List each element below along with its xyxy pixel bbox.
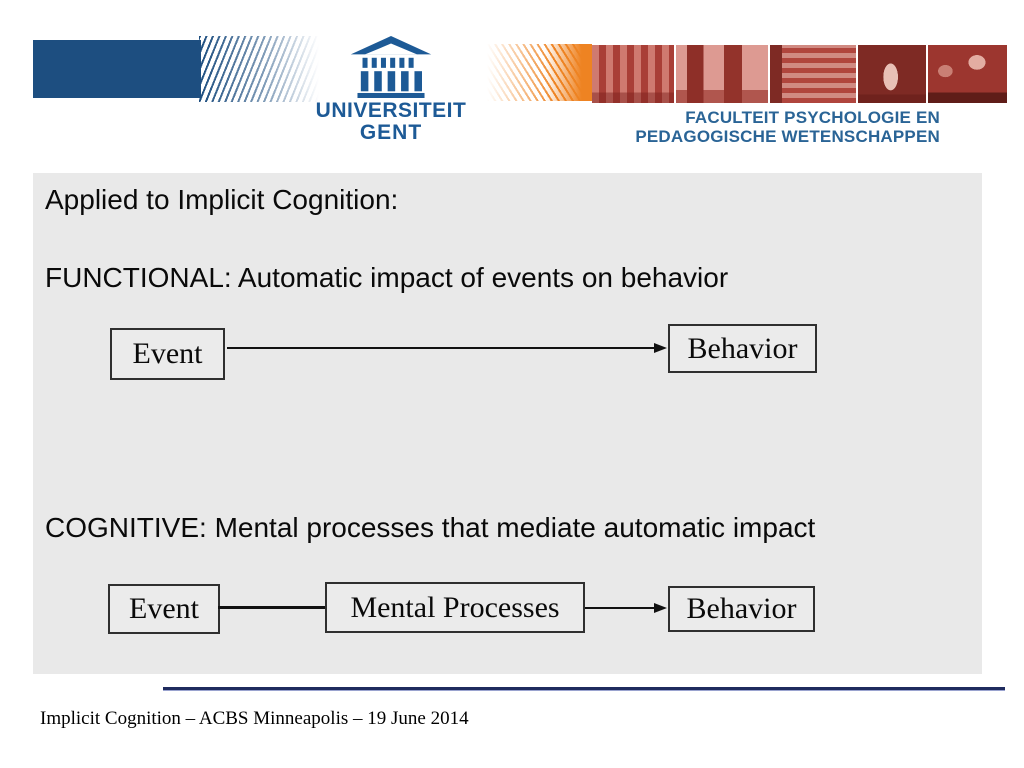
orange-brushstroke xyxy=(487,44,592,101)
cognitive-mental-processes-box: Mental Processes xyxy=(325,582,585,633)
faculty-line2: PEDAGOGISCHE WETENSCHAPPEN xyxy=(635,127,940,146)
photo-strip xyxy=(592,45,1007,103)
functional-heading: FUNCTIONAL: Automatic impact of events o… xyxy=(45,262,729,293)
faculty-line1: FACULTEIT PSYCHOLOGIE EN xyxy=(685,108,940,127)
footer-citation: Implicit Cognition – ACBS Minneapolis – … xyxy=(40,708,469,729)
photo-segment-students xyxy=(928,45,1007,103)
cognitive-behavior-box: Behavior xyxy=(668,586,815,632)
functional-behavior-box: Behavior xyxy=(668,324,817,373)
cognitive-connector-line xyxy=(218,606,325,609)
photo-segment-cathedral xyxy=(676,45,768,103)
blue-banner-brushstroke xyxy=(199,36,319,102)
functional-event-box: Event xyxy=(110,328,225,380)
cognitive-heading: COGNITIVE: Mental processes that mediate… xyxy=(45,512,816,543)
cognitive-arrow-line xyxy=(585,607,654,609)
content-panel: Applied to Implicit Cognition: FUNCTIONA… xyxy=(33,173,982,674)
photo-segment-building xyxy=(770,45,856,103)
cognitive-arrow-head-icon xyxy=(654,603,667,613)
photo-segment-columns xyxy=(592,45,674,103)
functional-arrow-head-icon xyxy=(654,343,667,353)
slide-intro-text: Applied to Implicit Cognition: xyxy=(45,184,399,215)
logo-text-universiteit: UNIVERSITEIT xyxy=(315,99,467,122)
logo-text-gent: GENT xyxy=(359,121,423,144)
photo-segment-lecturer xyxy=(858,45,926,103)
faculty-name: FACULTEIT PSYCHOLOGIE EN PEDAGOGISCHE WE… xyxy=(635,108,940,146)
blue-banner xyxy=(33,40,201,98)
functional-arrow-line xyxy=(227,347,654,349)
cognitive-event-box: Event xyxy=(108,584,220,634)
ugent-logo: UNIVERSITEIT GENT xyxy=(312,36,470,144)
footer-rule xyxy=(163,687,1005,691)
ugent-temple-icon xyxy=(350,36,432,98)
